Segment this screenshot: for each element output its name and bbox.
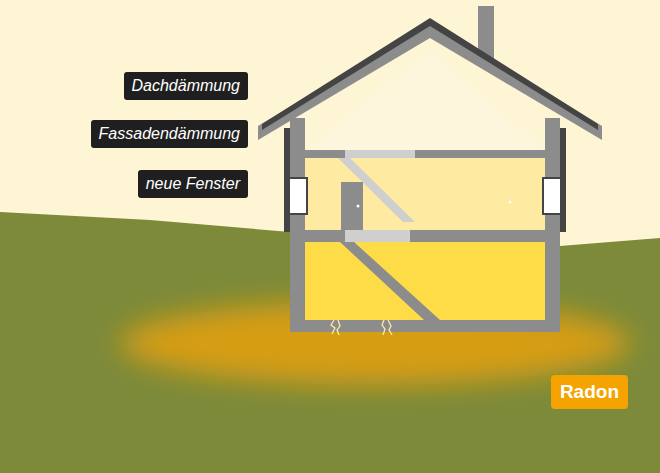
crack: [331, 320, 392, 335]
insulation-label: Fassadendämmung: [91, 120, 248, 148]
attic: [305, 50, 545, 150]
stair-opening: [345, 150, 415, 158]
radon-label: Radon: [551, 375, 628, 409]
stair-opening: [345, 230, 410, 242]
ground-floor: [305, 158, 545, 230]
window: [289, 178, 307, 214]
door-knob: [357, 205, 360, 208]
floor: [305, 230, 545, 242]
light-dot: [509, 201, 512, 204]
ground: [0, 212, 660, 473]
window-label: neue Fenster: [138, 170, 248, 198]
stairs: [340, 242, 440, 320]
floor: [305, 150, 545, 158]
roof-insulation: [262, 18, 598, 130]
label-text: neue Fenster: [146, 174, 240, 194]
door: [341, 182, 363, 230]
window: [543, 178, 561, 214]
wall: [290, 118, 305, 332]
label-text: Dachdämmung: [132, 76, 241, 96]
insulation-label: Dachdämmung: [124, 72, 249, 100]
label-text: Fassadendämmung: [99, 124, 240, 144]
basement: [305, 242, 545, 320]
label-text: Radon: [560, 381, 619, 403]
wall: [545, 118, 560, 332]
base-slab: [290, 320, 560, 332]
